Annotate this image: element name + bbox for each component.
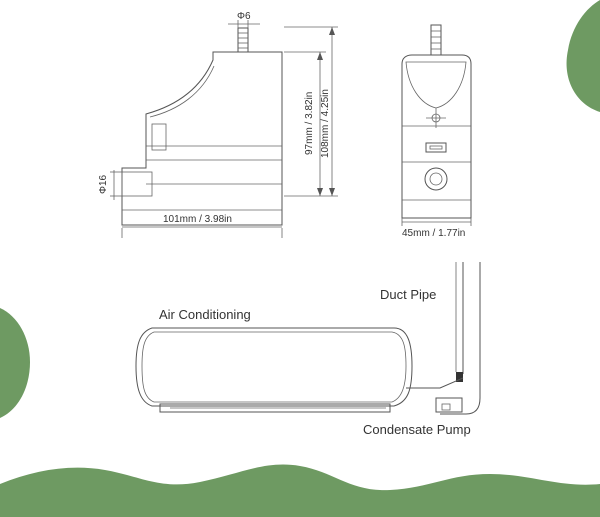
pump-side-view: Φ6 Φ16 101mm / 3.98in 97mm / 3.82in 108m… <box>98 11 338 238</box>
condensate-pump-unit <box>435 397 463 413</box>
width-label: 101mm / 3.98in <box>163 214 232 225</box>
green-wave-bottom <box>0 464 600 517</box>
condensate-pump-label: Condensate Pump <box>363 422 471 437</box>
air-conditioner-unit <box>135 327 413 407</box>
green-blob-top-right <box>566 0 600 112</box>
height-body-label: 97mm / 3.82in <box>304 92 315 155</box>
installation-diagram: Air Conditioning Duct Pipe Condensate Pu… <box>135 262 481 437</box>
inlet-diameter-label: Φ16 <box>98 174 109 194</box>
air-conditioning-label: Air Conditioning <box>159 307 251 322</box>
duct-pipe-label: Duct Pipe <box>380 287 436 302</box>
outlet-diameter-label: Φ6 <box>237 11 251 22</box>
height-total-label: 108mm / 4.25in <box>320 89 331 158</box>
depth-label: 45mm / 1.77in <box>402 228 465 239</box>
pump-front-view: 45mm / 1.77in <box>401 24 472 239</box>
green-blob-left <box>0 308 30 418</box>
